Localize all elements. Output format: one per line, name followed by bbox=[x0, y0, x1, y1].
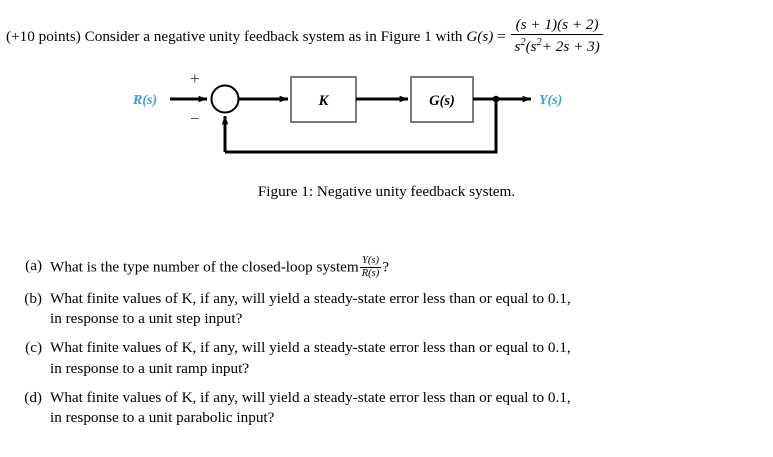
transfer-function-fraction: (s + 1)(s + 2) s2(s2+ 2s + 3) bbox=[511, 16, 603, 56]
figure-caption: Figure 1: Negative unity feedback system… bbox=[257, 183, 516, 200]
summing-minus-sign: − bbox=[190, 109, 200, 128]
question-item-c: (c) What finite values of K, if any, wil… bbox=[8, 338, 708, 378]
question-label-d: (d) bbox=[24, 388, 42, 406]
closed-loop-ratio-fraction: Y(s)R(s) bbox=[359, 255, 382, 280]
question-body-b: What finite values of K, if any, will yi… bbox=[50, 289, 708, 329]
question-label-b: (b) bbox=[24, 290, 42, 308]
question-a-suffix: ? bbox=[382, 258, 389, 276]
den-inner-exponent: 2 bbox=[536, 37, 542, 49]
transfer-function-denominator: s2(s2+ 2s + 3) bbox=[511, 34, 603, 56]
question-item-b: (b) What finite values of K, if any, wil… bbox=[8, 289, 708, 329]
den-tail: + 2s + 3) bbox=[541, 38, 600, 56]
question-c-line2: in response to a unit ramp input? bbox=[50, 359, 250, 377]
problem-statement: (+10 points) Consider a negative unity f… bbox=[6, 16, 768, 57]
feedback-path bbox=[225, 99, 498, 154]
plant-block-label: G(s) bbox=[429, 93, 455, 109]
equals-sign: = bbox=[497, 27, 506, 45]
gain-block bbox=[290, 76, 357, 123]
transfer-function-numerator: (s + 1)(s + 2) bbox=[515, 16, 599, 33]
den-paren-open: (s bbox=[525, 38, 537, 56]
question-body-a: What is the type number of the closed-lo… bbox=[50, 255, 708, 280]
question-item-d: (d) What finite values of K, if any, wil… bbox=[8, 388, 708, 428]
problem-text: Consider a negative unity feedback syste… bbox=[84, 27, 463, 45]
question-body-d: What finite values of K, if any, will yi… bbox=[50, 388, 708, 428]
points-label: (+10 points) bbox=[6, 27, 81, 45]
g-of-s-symbol: G(s) bbox=[466, 27, 494, 45]
output-signal-label: Y(s) bbox=[539, 93, 562, 108]
block-diagram: R(s) + − K G(s) Y(s) bbox=[0, 60, 773, 170]
input-signal-label: R(s) bbox=[132, 93, 157, 108]
gain-block-label: K bbox=[318, 93, 330, 109]
plant-block bbox=[410, 76, 474, 123]
question-b-line2: in response to a unit step input? bbox=[50, 310, 243, 328]
question-c-line1: What finite values of K, if any, will yi… bbox=[50, 339, 571, 357]
den-exponent: 2 bbox=[520, 37, 526, 49]
question-label-c: (c) bbox=[25, 339, 42, 357]
question-a-text: What is the type number of the closed-lo… bbox=[50, 258, 359, 276]
ratio-numerator: Y(s) bbox=[362, 255, 379, 266]
question-list: (a) What is the type number of the close… bbox=[8, 255, 708, 437]
question-label-a: (a) bbox=[25, 257, 42, 274]
summing-plus-sign: + bbox=[190, 69, 200, 88]
summing-junction bbox=[210, 84, 240, 114]
question-b-line1: What finite values of K, if any, will yi… bbox=[50, 290, 571, 308]
question-item-a: (a) What is the type number of the close… bbox=[8, 255, 708, 280]
question-d-line2: in response to a unit parabolic input? bbox=[50, 409, 275, 427]
ratio-denominator: R(s) bbox=[359, 266, 382, 280]
question-body-c: What finite values of K, if any, will yi… bbox=[50, 338, 708, 378]
den-s: s bbox=[514, 38, 521, 56]
question-d-line1: What finite values of K, if any, will yi… bbox=[50, 388, 571, 406]
